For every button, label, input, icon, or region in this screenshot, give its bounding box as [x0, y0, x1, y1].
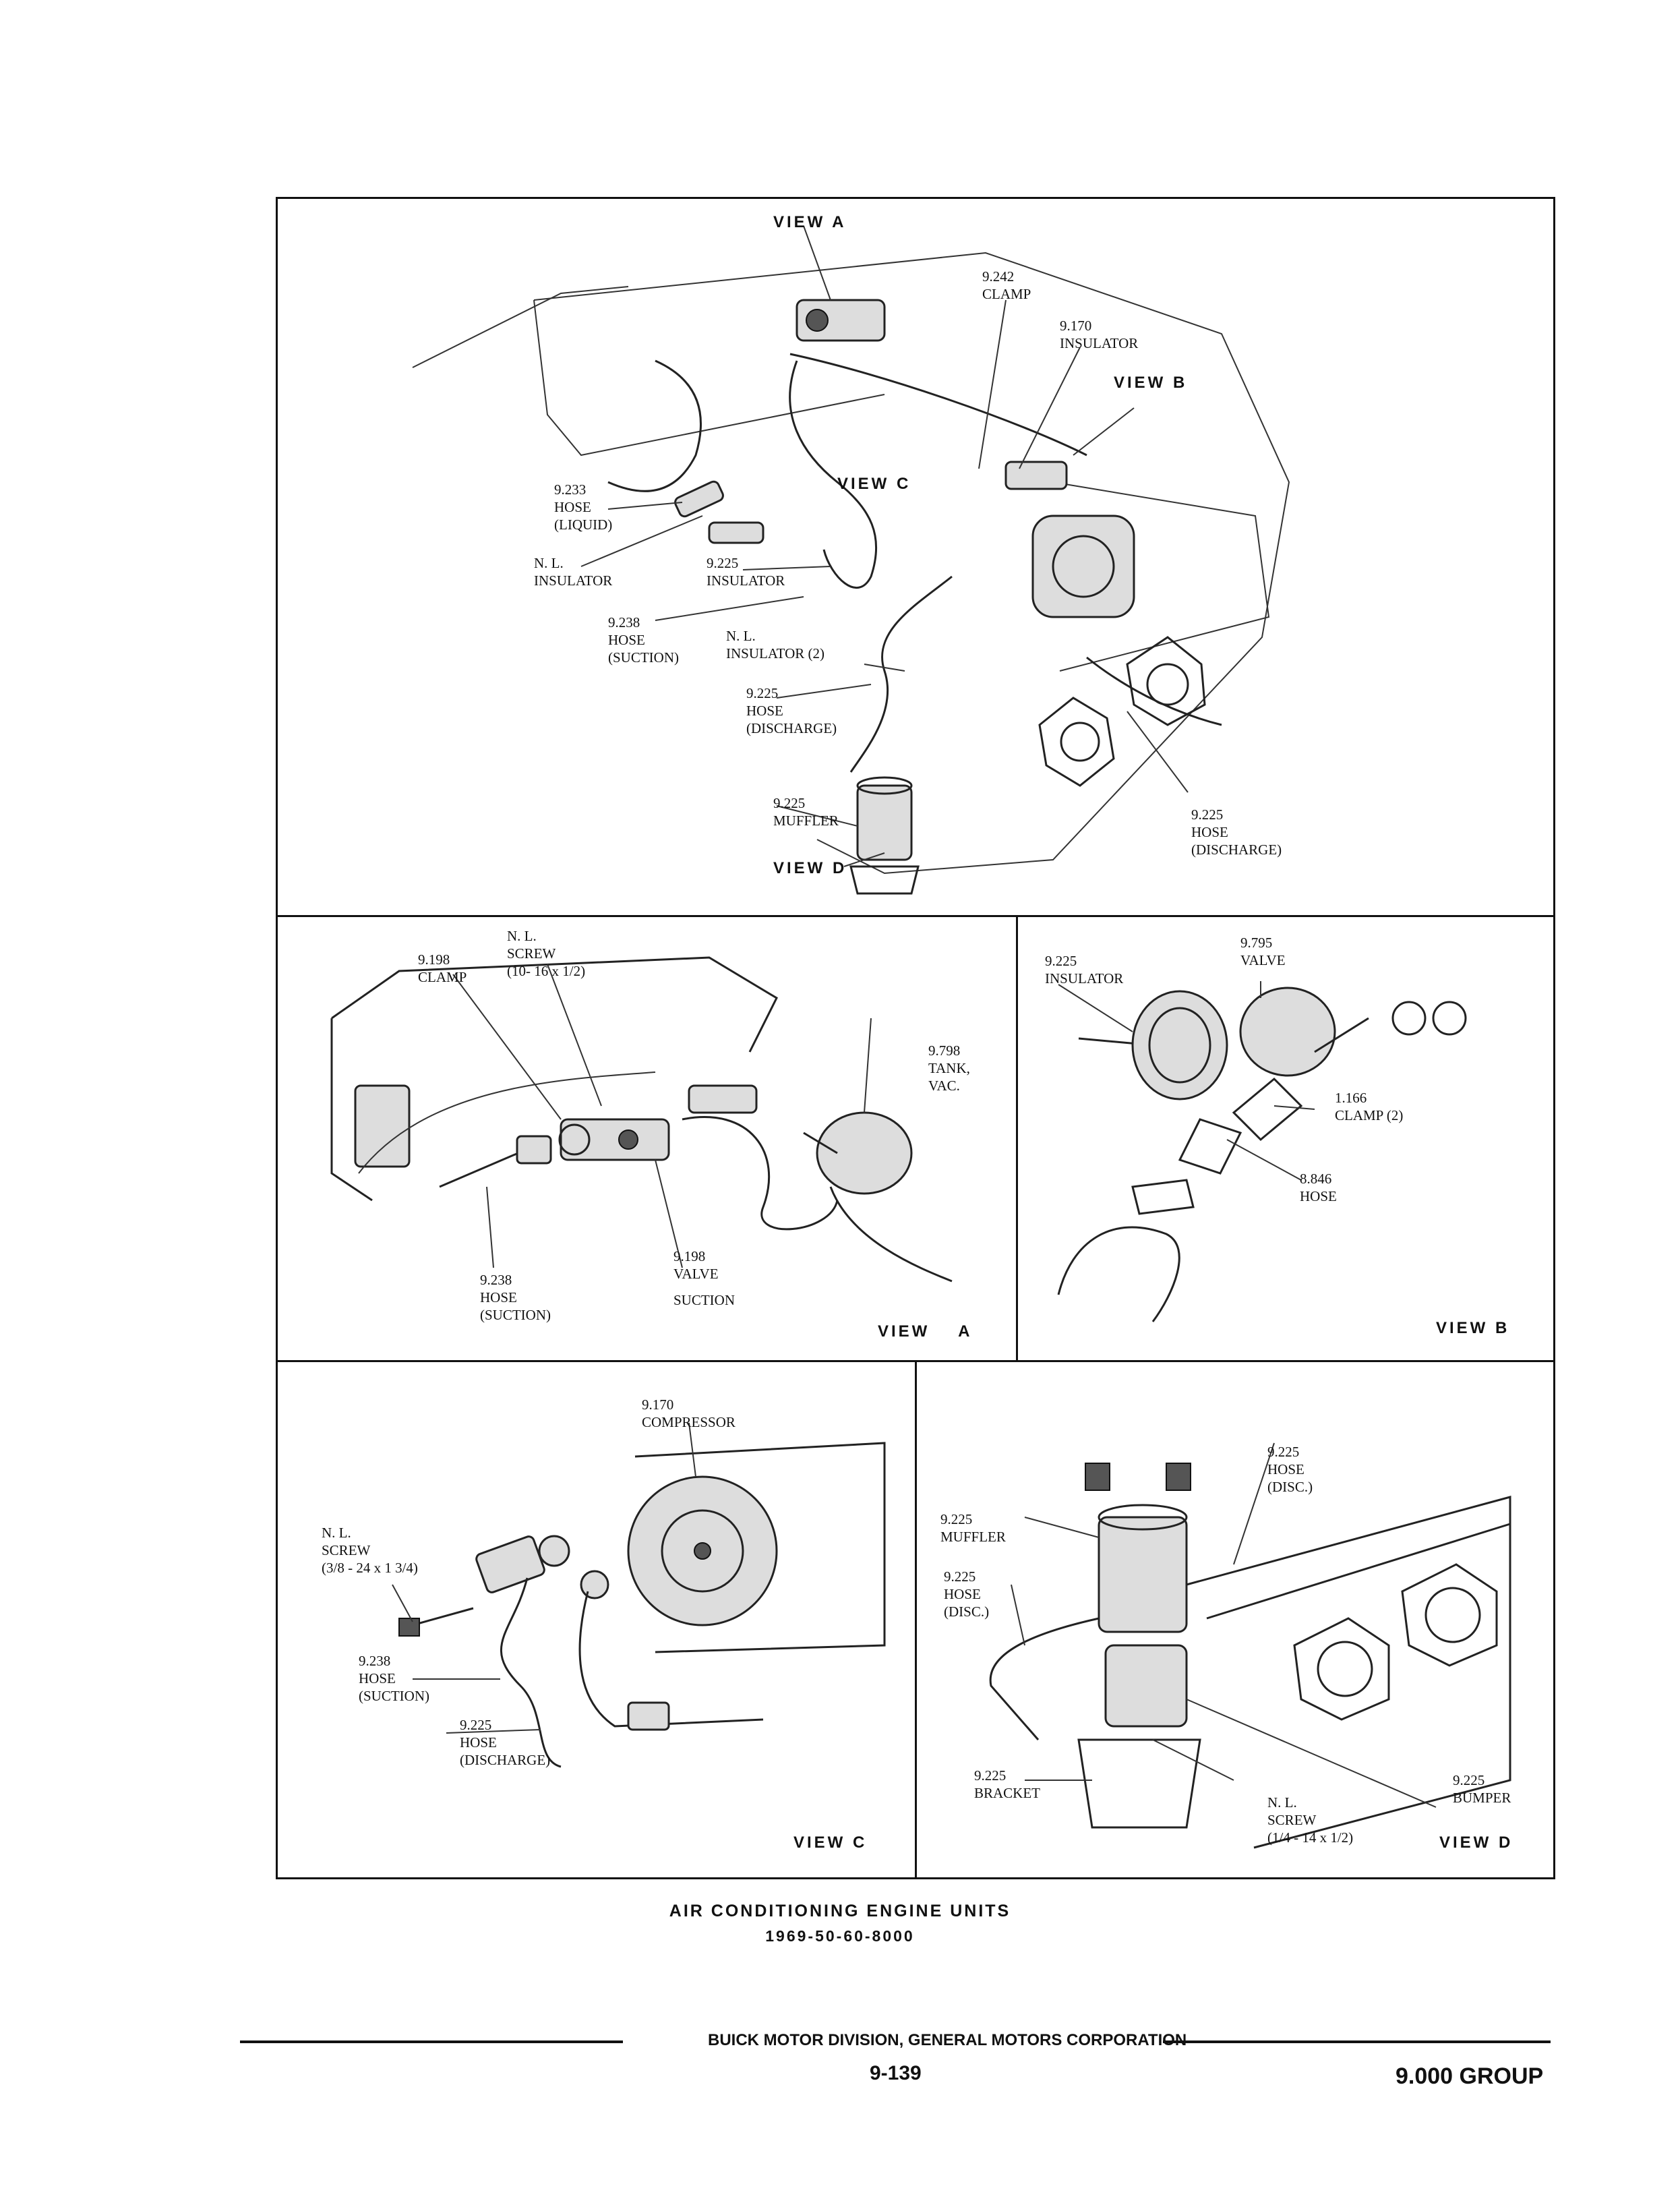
view-d-illustration: [989, 1442, 1511, 1849]
view-a-illustration: [330, 956, 953, 1283]
label-hose-238: 9.238 HOSE (SUCTION): [608, 614, 679, 666]
label-hose-846: 8.846 HOSE: [1300, 1171, 1337, 1204]
label-view-a-panel: VIEW A: [878, 1322, 973, 1341]
view-c-panel: 9.170 COMPRESSOR N. L. SCREW (3/8 - 24 x…: [276, 1360, 917, 1879]
view-b-illustration: [1057, 981, 1467, 1322]
view-a-panel: 9.198 CLAMP N. L. SCREW (10- 16 x 1/2) 9…: [276, 915, 1018, 1362]
label-view-c: VIEW C: [837, 475, 911, 493]
label-insulator-225: 9.225 INSULATOR: [707, 555, 785, 589]
figure-title: AIR CONDITIONING ENGINE UNITS: [669, 1902, 1011, 1920]
label-bracket-225: 9.225 BRACKET: [974, 1767, 1041, 1801]
label-nl-screw-d: N. L. SCREW (1/4 - 14 x 1/2): [1267, 1794, 1354, 1846]
label-tank-798: 9.798 TANK, VAC.: [928, 1042, 970, 1094]
label-muffler-225-d: 9.225 MUFFLER: [940, 1511, 1006, 1545]
label-muffler-225: 9.225 MUFFLER: [773, 795, 839, 829]
label-view-d: VIEW D: [773, 859, 847, 877]
overview-panel: VIEW A 9.242 CLAMP 9.170 INSULATOR VIEW …: [276, 197, 1555, 917]
label-hose-233: 9.233 HOSE (LIQUID): [554, 481, 613, 533]
label-hose-225-c: 9.225 HOSE (DISCHARGE): [460, 1717, 551, 1768]
label-compressor-170: 9.170 COMPRESSOR: [642, 1397, 736, 1430]
footer-division: BUICK MOTOR DIVISION, GENERAL MOTORS COR…: [708, 2031, 1187, 2049]
label-view-a: VIEW A: [773, 213, 847, 231]
label-hose-225-discharge-right: 9.225 HOSE (DISCHARGE): [1191, 806, 1282, 858]
label-view-b-panel: VIEW B: [1436, 1319, 1510, 1337]
footer-rule-right: [1163, 2040, 1551, 2043]
label-view-d-panel: VIEW D: [1439, 1833, 1513, 1852]
label-hose-225-discharge: 9.225 HOSE (DISCHARGE): [746, 685, 837, 736]
view-c-illustration: [392, 1422, 886, 1768]
label-view-b: VIEW B: [1114, 374, 1188, 392]
footer-group: 9.000 GROUP: [1396, 2063, 1544, 2089]
label-hose-225-disc-top: 9.225 HOSE (DISC.): [1267, 1444, 1313, 1495]
label-clamp-166: 1.166 CLAMP (2): [1335, 1090, 1404, 1123]
label-valve-198: 9.198 VALVE: [673, 1248, 719, 1282]
label-bumper-225: 9.225 BUMPER: [1453, 1772, 1511, 1806]
engine-overview-illustration: [412, 225, 1290, 895]
label-hose-238-a: 9.238 HOSE (SUCTION): [480, 1272, 551, 1323]
label-valve-795: 9.795 VALVE: [1240, 935, 1286, 968]
label-nl-screw-a: N. L. SCREW (10- 16 x 1/2): [507, 928, 586, 979]
label-clamp-242: 9.242 CLAMP: [982, 268, 1031, 302]
label-nl-insulator-2: N. L. INSULATOR (2): [726, 628, 825, 662]
label-hose-225-disc-left: 9.225 HOSE (DISC.): [944, 1568, 990, 1620]
label-insulator-170: 9.170 INSULATOR: [1060, 318, 1139, 351]
label-suction: SUCTION: [673, 1292, 736, 1308]
label-nl-insulator: N. L. INSULATOR: [534, 555, 613, 589]
label-nl-screw-c: N. L. SCREW (3/8 - 24 x 1 3/4): [322, 1525, 418, 1576]
view-b-panel: 9.225 INSULATOR 9.795 VALVE 1.166 CLAMP …: [1016, 915, 1555, 1362]
footer-rule-left: [240, 2040, 623, 2043]
label-clamp-198: 9.198 CLAMP: [418, 951, 467, 985]
view-d-panel: 9.225 HOSE (DISC.) 9.225 MUFFLER 9.225 H…: [915, 1360, 1555, 1879]
label-view-c-panel: VIEW C: [793, 1833, 868, 1852]
label-hose-238-c: 9.238 HOSE (SUCTION): [359, 1653, 429, 1704]
figure-code: 1969-50-60-8000: [765, 1927, 915, 1945]
label-insulator-225-b: 9.225 INSULATOR: [1045, 953, 1124, 987]
footer-page-number: 9-139: [870, 2062, 922, 2084]
